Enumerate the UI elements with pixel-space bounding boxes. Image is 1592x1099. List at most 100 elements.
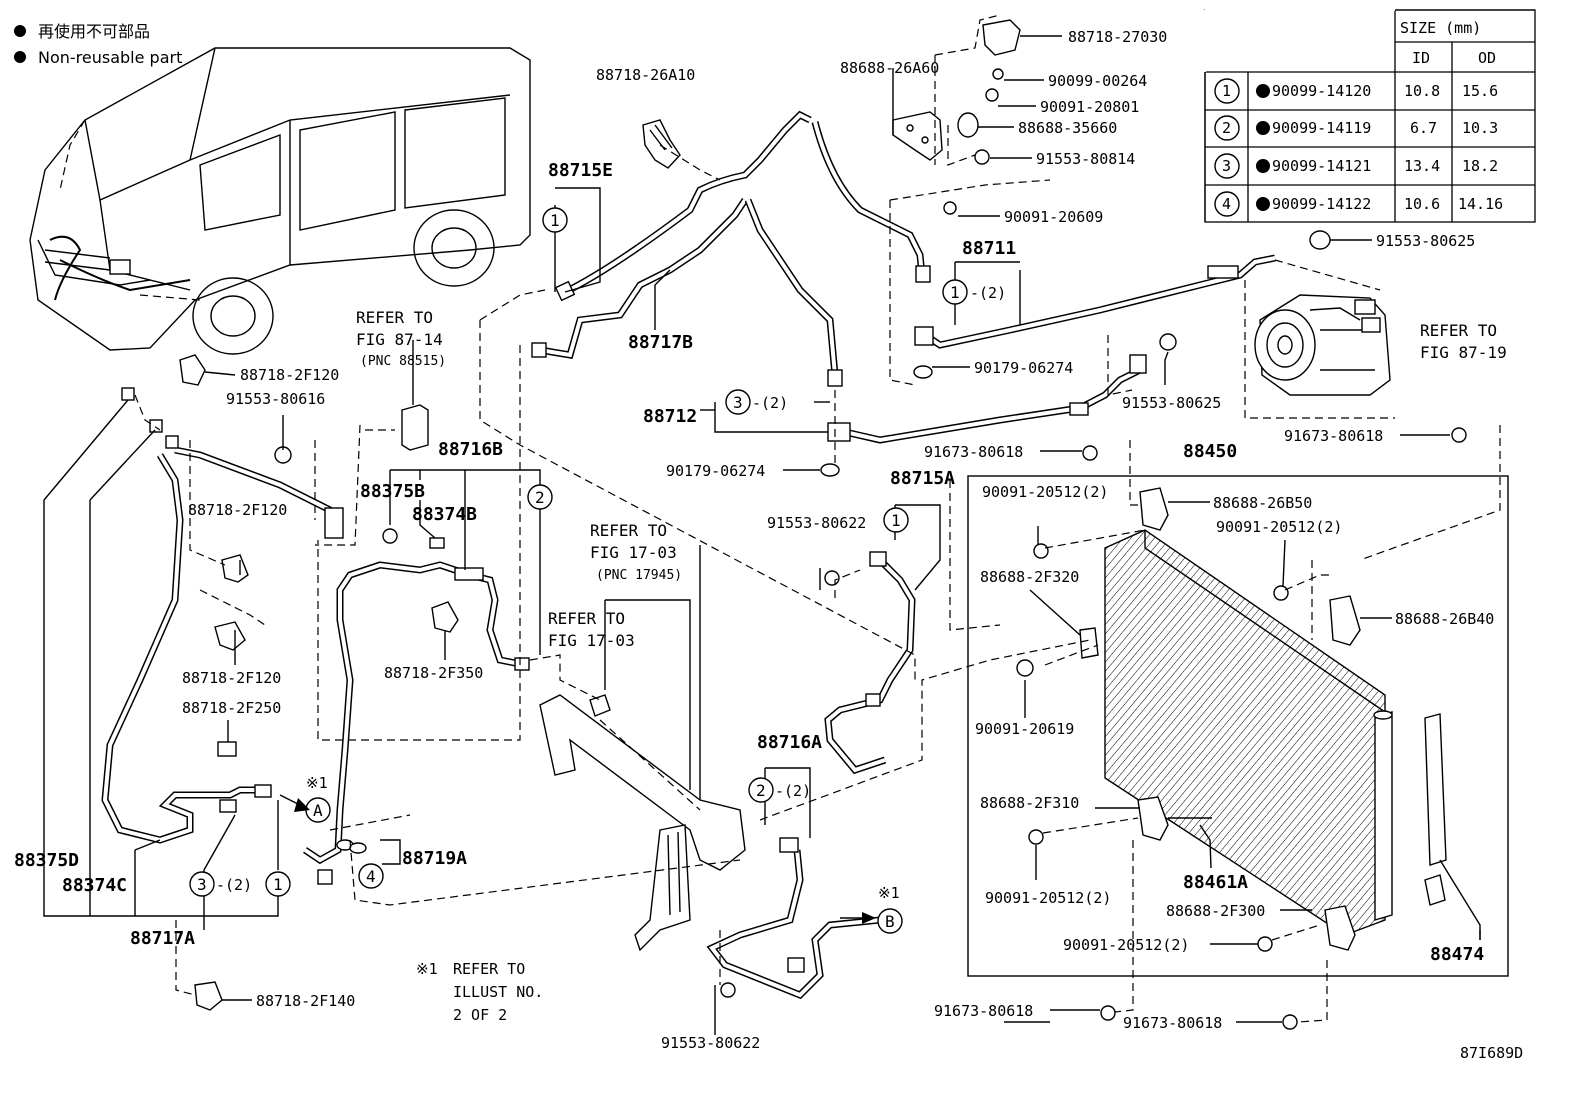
table-cell-od: 10.3	[1462, 119, 1498, 137]
footnote: REFER TO	[453, 960, 525, 978]
part-label: 90091-20512(2)	[982, 483, 1108, 501]
callout-1-icon	[542, 207, 568, 233]
refer-note: REFER TO	[590, 521, 667, 540]
legend-english-text: Non-reusable part	[38, 48, 182, 67]
callout-markers: 1 1 3 1 2 2 3 1 4 A B	[189, 207, 968, 934]
pipe-88716B	[303, 404, 530, 885]
pipe-88712	[820, 333, 1177, 477]
quantity-label: -(2)	[216, 876, 252, 894]
svg-text:1: 1	[950, 283, 960, 302]
part-label: 88375D	[14, 850, 79, 871]
table-cell-od: 18.2	[1462, 157, 1498, 175]
non-reusable-bullet-icon	[14, 25, 26, 37]
compressor-illustration	[1254, 294, 1391, 396]
hose-88711	[913, 230, 1331, 379]
part-label: 88461A	[1183, 872, 1248, 893]
part-label: 88715E	[548, 160, 613, 181]
assembly-guide-lines	[134, 14, 1501, 1023]
svg-text:4: 4	[366, 867, 376, 886]
legend-japanese-text: 再使用不可部品	[38, 22, 150, 41]
table-cell-id: 6.7	[1410, 119, 1437, 137]
part-label: 88688-35660	[1018, 119, 1117, 137]
part-label: 90091-20609	[1004, 208, 1103, 226]
part-label: 88450	[1183, 441, 1237, 462]
note-marker: ※1	[878, 884, 900, 902]
part-label: 91673-80618	[1284, 427, 1383, 445]
part-label: 88717A	[130, 928, 195, 949]
footnote: ILLUST NO.	[453, 983, 543, 1001]
part-label: 88688-2F310	[980, 794, 1079, 812]
table-cell-id: 10.6	[1404, 195, 1440, 213]
size-table-header-id: ID	[1412, 49, 1430, 67]
quantity-label: -(2)	[775, 782, 811, 800]
svg-text:2: 2	[1222, 119, 1231, 137]
part-label: 88715A	[890, 468, 955, 489]
legend: 再使用不可部品 Non-reusable part	[14, 22, 182, 67]
footnote: 2 OF 2	[453, 1006, 507, 1024]
non-reusable-bullet-icon	[14, 51, 26, 63]
table-cell-id: 10.8	[1404, 82, 1440, 100]
part-label: 91553-80616	[226, 390, 325, 408]
part-label: 90091-20619	[975, 720, 1074, 738]
refer-note: FIG 87-19	[1420, 343, 1507, 362]
part-label: 88718-2F120	[182, 669, 281, 687]
table-cell-od: 14.16	[1458, 195, 1503, 213]
pipe-88715A	[824, 551, 916, 775]
part-label: 90179-06274	[666, 462, 765, 480]
part-label: 88688-26B50	[1213, 494, 1312, 512]
callout-4-icon	[358, 863, 384, 889]
callout-2-icon	[748, 777, 774, 803]
part-label: 91553-80625	[1122, 394, 1221, 412]
leader-lines	[43, 35, 1481, 1035]
size-table: SIZE (mm) ID OD 1 90099-14120 10.8 15.6 …	[1204, 9, 1536, 223]
non-reusable-bullet-icon	[1256, 121, 1270, 135]
table-row: 2 90099-14119 6.7 10.3	[1214, 115, 1498, 141]
part-label: 88718-26A10	[596, 66, 695, 84]
svg-text:1: 1	[1222, 82, 1231, 100]
non-reusable-bullet-icon	[1256, 159, 1270, 173]
part-label: 91673-80618	[1123, 1014, 1222, 1032]
refer-note: (PNC 17945)	[596, 568, 682, 583]
hose-88715E-88717B	[531, 110, 931, 387]
part-label: 88374C	[62, 875, 127, 896]
pipe-group-88717A	[101, 354, 344, 1011]
table-cell-part: 90099-14119	[1272, 119, 1371, 137]
table-cell-part: 90099-14122	[1272, 195, 1371, 213]
part-label: 91673-80618	[924, 443, 1023, 461]
table-row: 4 90099-14122 10.6 14.16	[1214, 191, 1503, 217]
part-label: 91553-80625	[1376, 232, 1475, 250]
part-label: 90179-06274	[974, 359, 1073, 377]
part-label: 91553-80622	[661, 1034, 760, 1052]
note-marker: ※1	[416, 960, 438, 978]
part-label: 91673-80618	[934, 1002, 1033, 1020]
reference-notes: REFER TO FIG 87-14 (PNC 88515) REFER TO …	[306, 308, 1507, 1024]
refer-note: REFER TO	[356, 308, 433, 327]
bracket-88688-26A60	[892, 19, 1021, 215]
callout-3-icon	[189, 871, 215, 897]
part-label: 91553-80814	[1036, 150, 1135, 168]
van-location-illustration	[29, 47, 531, 355]
svg-text:1: 1	[550, 211, 560, 230]
part-label: 90099-00264	[1048, 72, 1147, 90]
part-label: 91553-80622	[767, 514, 866, 532]
svg-text:2: 2	[535, 488, 545, 507]
diagram-id: 87I689D	[1460, 1044, 1523, 1062]
non-reusable-bullet-icon	[1256, 84, 1270, 98]
part-label: 88718-2F120	[188, 501, 287, 519]
callout-1-icon	[265, 871, 291, 897]
svg-text:A: A	[313, 801, 323, 820]
part-label: 88688-2F300	[1166, 902, 1265, 920]
part-label: 88474	[1430, 944, 1484, 965]
part-label: 90091-20512(2)	[985, 889, 1111, 907]
callout-3-icon	[725, 389, 751, 415]
note-marker: ※1	[306, 774, 328, 792]
table-cell-part: 90099-14121	[1272, 157, 1371, 175]
quantity-label: -(2)	[970, 284, 1006, 302]
part-label: 88688-2F320	[980, 568, 1079, 586]
refer-note: FIG 87-14	[356, 330, 443, 349]
refer-note: FIG 17-03	[590, 543, 677, 562]
condenser-88461A	[967, 427, 1509, 1030]
table-cell-id: 13.4	[1404, 157, 1440, 175]
part-label: 88718-27030	[1068, 28, 1167, 46]
callout-B-icon	[877, 908, 903, 934]
